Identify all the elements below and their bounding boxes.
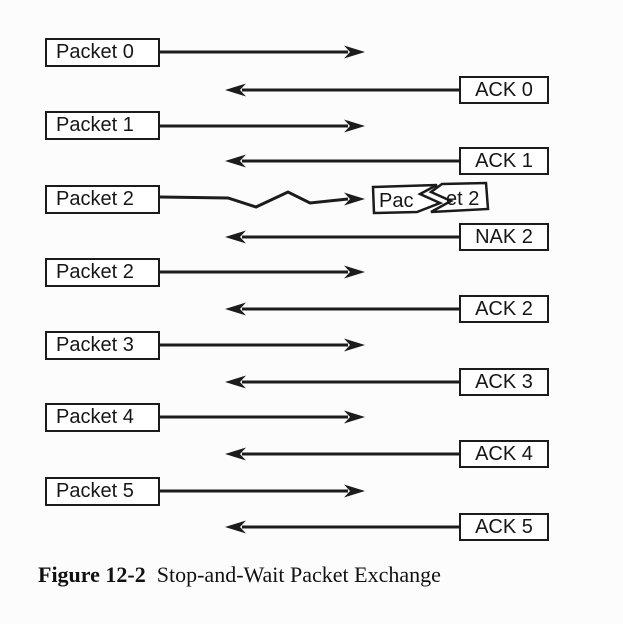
packet-2-label: Packet 2 [56,188,134,210]
packet-2-retransmit-box: Packet 2 [45,258,160,287]
packet-5-box: Packet 5 [45,477,160,506]
ack-1-box: ACK 1 [459,147,549,175]
packet-3-box: Packet 3 [45,331,160,360]
ack-1-label: ACK 1 [475,150,533,172]
packet-1-box: Packet 1 [45,111,160,140]
packet-5-label: Packet 5 [56,480,134,502]
packet-2-box: Packet 2 [45,185,160,214]
ack-1-arrow-left [225,154,459,168]
ack-2-box: ACK 2 [459,295,549,323]
corrupted-box-left-fragment: Pac [379,190,413,212]
packet-1-arrow-right [160,119,365,133]
packet-4-box: Packet 4 [45,403,160,432]
ack-2-arrow-left [225,302,459,316]
ack-4-arrow-left [225,447,459,461]
ack-0-box: ACK 0 [459,76,549,104]
packet-0-arrow-right [160,45,365,59]
packet-4-arrow-right [160,410,365,424]
nak-2-label: NAK 2 [475,226,533,248]
packet-1-label: Packet 1 [56,114,134,136]
ack-3-box: ACK 3 [459,368,549,396]
corrupted-box-right-fragment: et 2 [446,188,479,210]
ack-3-arrow-left [225,375,459,389]
packet-0-label: Packet 0 [56,41,134,63]
figure-caption-title: Stop-and-Wait Packet Exchange [156,562,441,587]
packet-5-arrow-right [160,484,365,498]
figure-caption-number: Figure 12-2 [38,562,146,587]
corrupted-packet-box: Pac et 2 [371,181,490,215]
nak-2-arrow-left [225,230,459,244]
ack-2-label: ACK 2 [475,298,533,320]
ack-4-box: ACK 4 [459,440,549,468]
packet-2-corrupted-wavy-arrow [159,190,365,209]
packet-3-label: Packet 3 [56,334,134,356]
ack-5-arrow-left [225,520,459,534]
packet-3-arrow-right [160,338,365,352]
nak-2-box: NAK 2 [459,223,549,251]
ack-4-label: ACK 4 [475,443,533,465]
figure-caption: Figure 12-2 Stop-and-Wait Packet Exchange [38,562,598,588]
packet-4-label: Packet 4 [56,406,134,428]
ack-5-box: ACK 5 [459,513,549,541]
ack-0-label: ACK 0 [475,79,533,101]
packet-2-retransmit-label: Packet 2 [56,261,134,283]
packet-2-retransmit-arrow-right [160,265,365,279]
ack-5-label: ACK 5 [475,516,533,538]
ack-3-label: ACK 3 [475,371,533,393]
ack-0-arrow-left [225,83,459,97]
packet-0-box: Packet 0 [45,38,160,67]
